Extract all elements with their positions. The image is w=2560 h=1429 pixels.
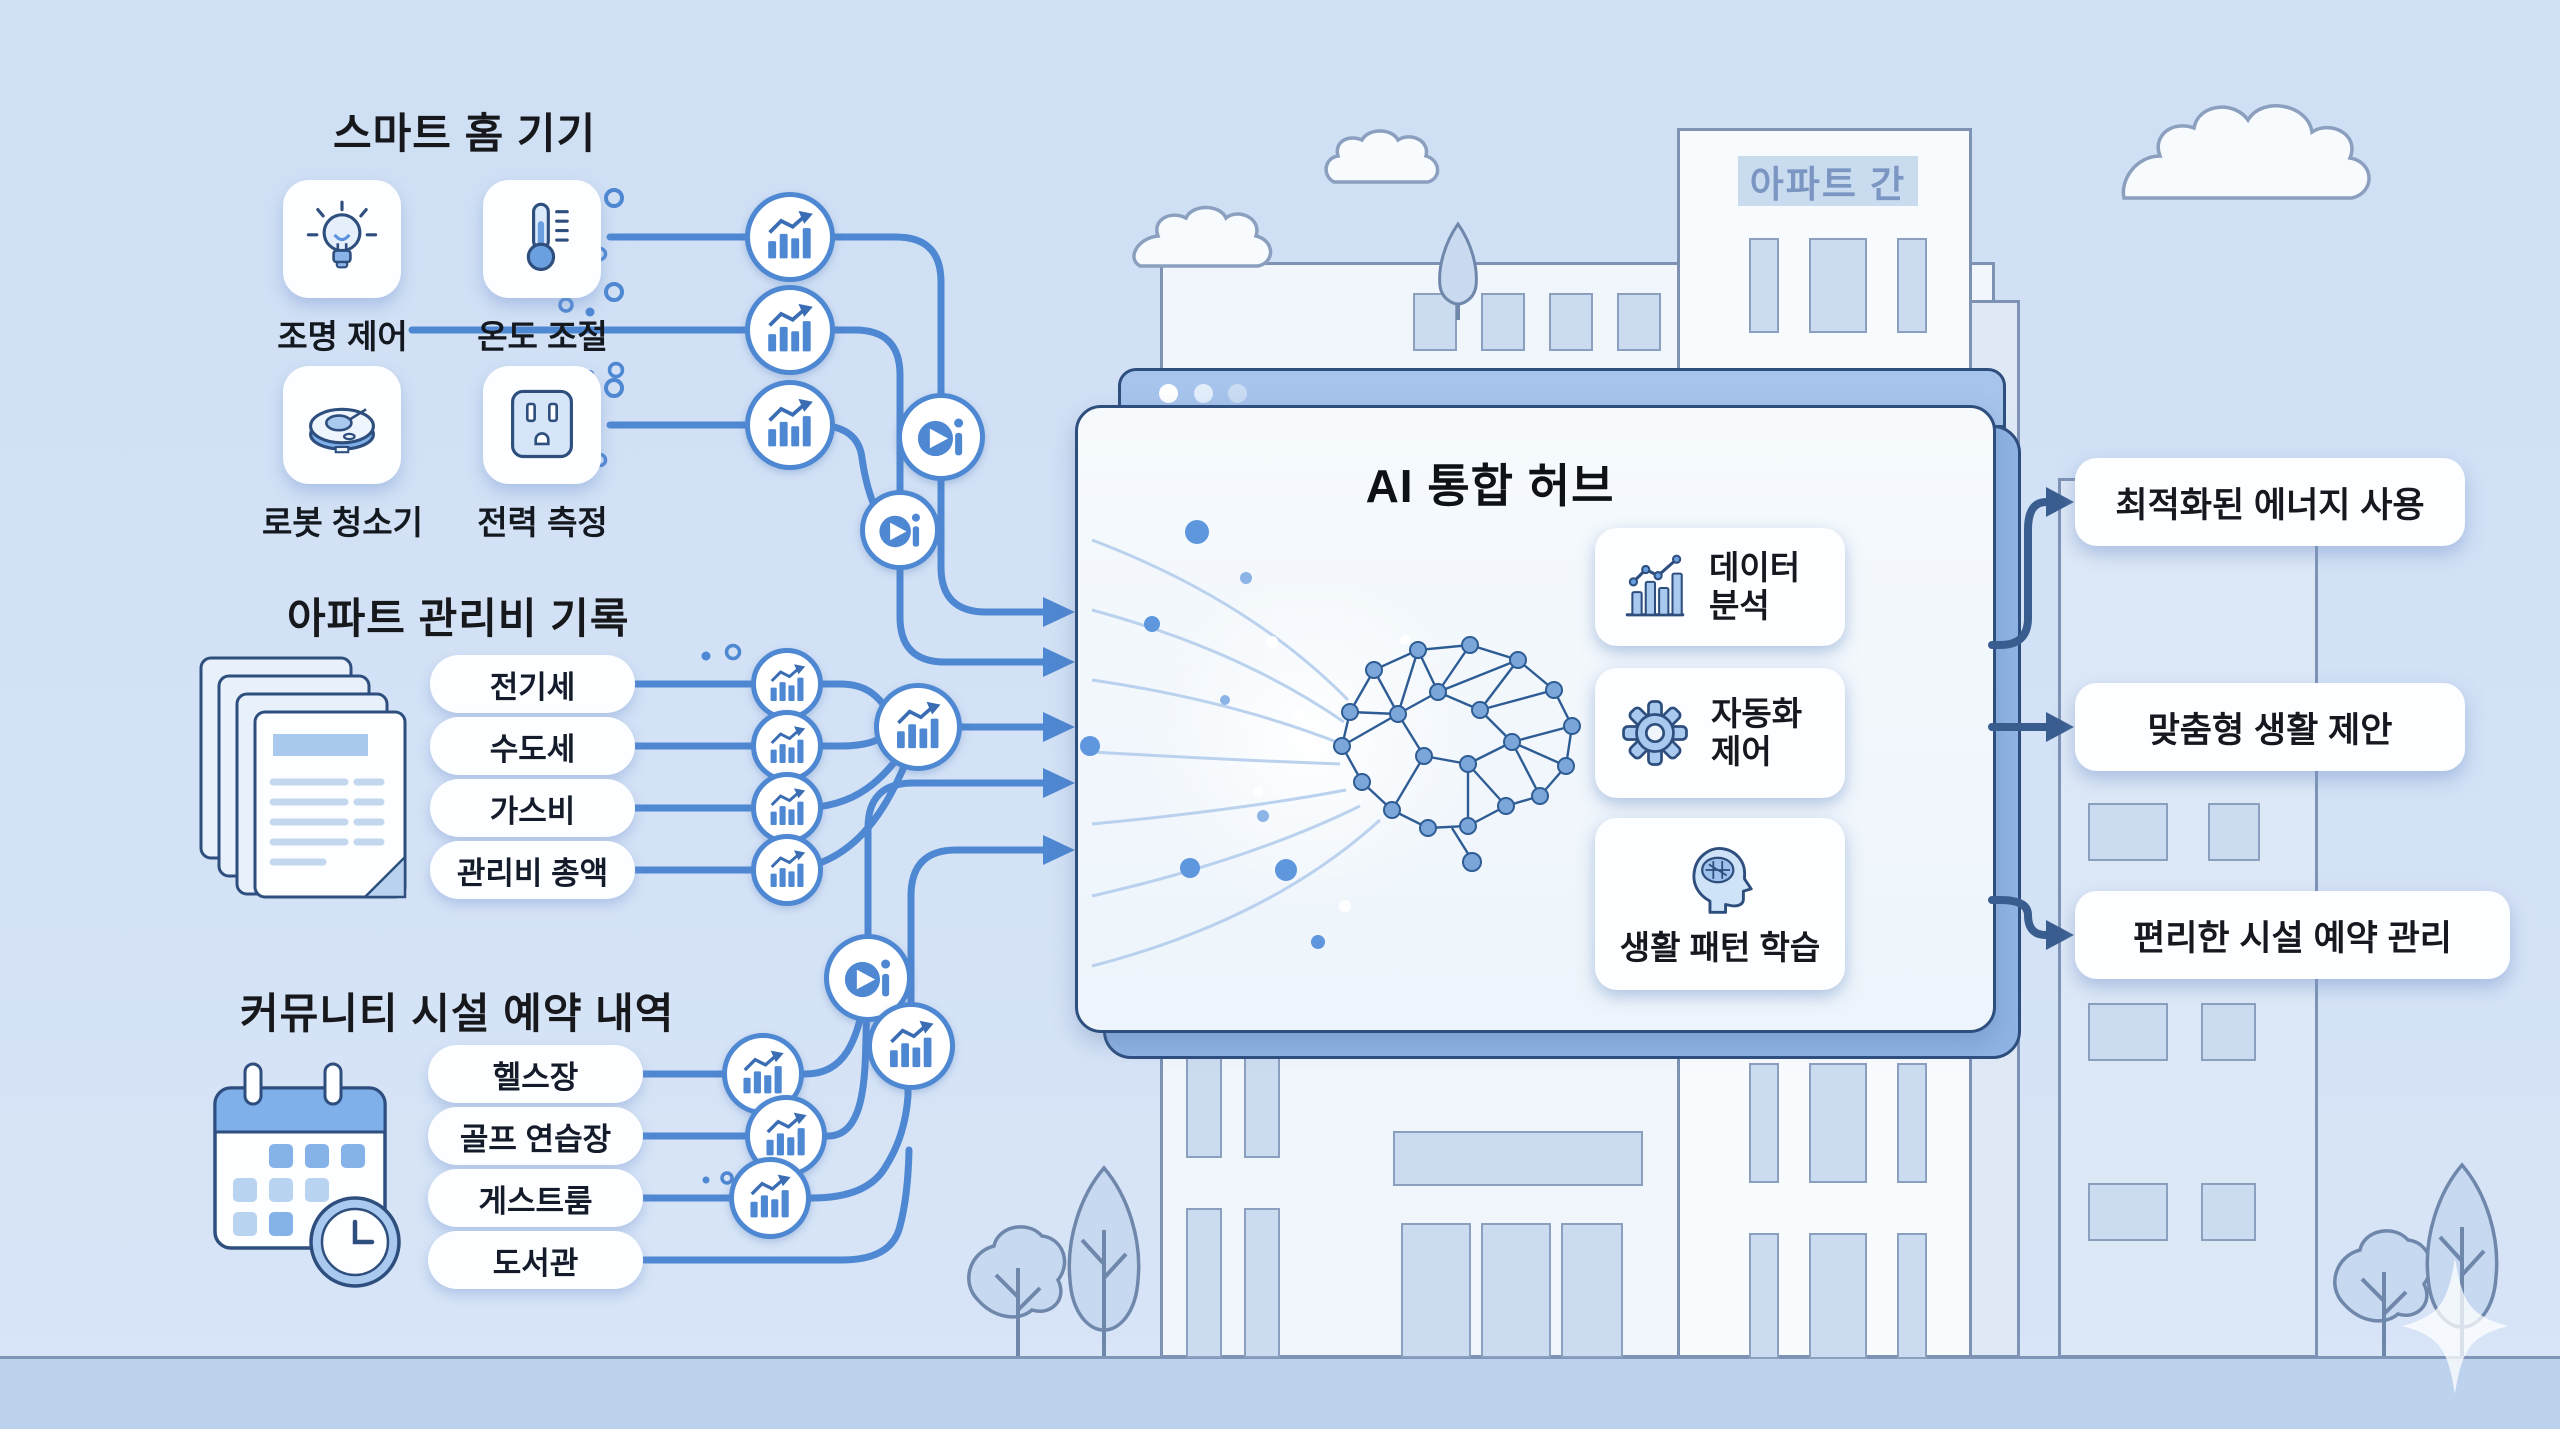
window-dot-icon [1159, 384, 1178, 403]
feature-label: 데이터 분석 [1709, 549, 1801, 624]
feature-card-automation: 자동화 제어 [1595, 668, 1845, 798]
smart-home-section-title: 스마트 홈 기기 [333, 110, 597, 157]
fee-item: 가스비 [430, 779, 635, 837]
trend-chart-badge-icon [745, 192, 835, 282]
media-data-badge-icon [860, 490, 940, 570]
community-item: 헬스장 [428, 1045, 643, 1103]
window-dot-icon [1194, 384, 1213, 403]
trend-chart-badge-icon [745, 380, 835, 470]
gear-icon [1617, 695, 1693, 771]
feature-label: 자동화 제어 [1711, 695, 1803, 770]
documents-icon [193, 650, 418, 905]
output-energy: 최적화된 에너지 사용 [2075, 458, 2465, 546]
community-label: 도서관 [492, 1245, 579, 1281]
output-lifestyle: 맞춤형 생활 제안 [2075, 683, 2465, 771]
window-dot-icon [1228, 384, 1247, 403]
calendar-clock-icon [205, 1052, 435, 1322]
output-label: 편리한 시설 예약 관리 [2133, 918, 2452, 958]
trend-chart-badge-icon [867, 1002, 955, 1090]
community-label: 게스트룸 [478, 1183, 593, 1219]
robot-vacuum-icon [297, 387, 387, 463]
community-label: 골프 연습장 [459, 1121, 612, 1157]
fee-item: 전기세 [430, 655, 635, 713]
fee-label: 전기세 [489, 669, 576, 705]
fees-section-title: 아파트 관리비 기록 [287, 595, 630, 642]
analytics-chart-icon [1619, 551, 1691, 623]
device-tile-power [483, 366, 601, 484]
media-data-badge-icon [897, 393, 985, 481]
device-tile-temp [483, 180, 601, 298]
arrow-right-icon [1043, 597, 1075, 865]
community-label: 헬스장 [492, 1059, 579, 1095]
device-label: 온도 조절 [477, 318, 608, 355]
fee-item: 수도세 [430, 717, 635, 775]
device-tile-light [283, 180, 401, 298]
output-label: 최적화된 에너지 사용 [2115, 485, 2425, 525]
trend-chart-badge-icon [751, 834, 823, 906]
building-sign-text: 아파트 간 [1749, 164, 1907, 205]
lightbulb-icon [300, 197, 384, 281]
device-label: 조명 제어 [277, 318, 408, 355]
fee-label: 수도세 [489, 731, 576, 767]
fee-item: 관리비 총액 [430, 841, 635, 899]
thermometer-icon [500, 197, 584, 281]
community-item: 도서관 [428, 1231, 643, 1289]
building-sign: 아파트 간 [1738, 156, 1918, 206]
ground [0, 1356, 2560, 1429]
feature-card-pattern-learning: 생활 패턴 학습 [1595, 818, 1845, 990]
trend-chart-badge-icon [874, 683, 962, 771]
community-section-title: 커뮤니티 시설 예약 내역 [240, 990, 675, 1037]
community-item: 골프 연습장 [428, 1107, 643, 1165]
community-item: 게스트룸 [428, 1169, 643, 1227]
power-outlet-icon [500, 383, 584, 467]
feature-label: 생활 패턴 학습 [1619, 929, 1821, 967]
hub-title: AI 통합 허브 [1365, 460, 1615, 512]
device-label: 전력 측정 [477, 504, 608, 541]
head-brain-icon [1681, 841, 1759, 919]
trend-chart-badge-icon [745, 285, 835, 375]
output-reservation: 편리한 시설 예약 관리 [2075, 891, 2510, 979]
fee-label: 가스비 [489, 793, 576, 829]
fee-label: 관리비 총액 [456, 855, 609, 891]
output-label: 맞춤형 생활 제안 [2147, 710, 2393, 750]
device-tile-vacuum [283, 366, 401, 484]
feature-card-data-analysis: 데이터 분석 [1595, 528, 1845, 646]
device-label: 로봇 청소기 [262, 504, 423, 541]
trend-chart-badge-icon [729, 1157, 811, 1239]
